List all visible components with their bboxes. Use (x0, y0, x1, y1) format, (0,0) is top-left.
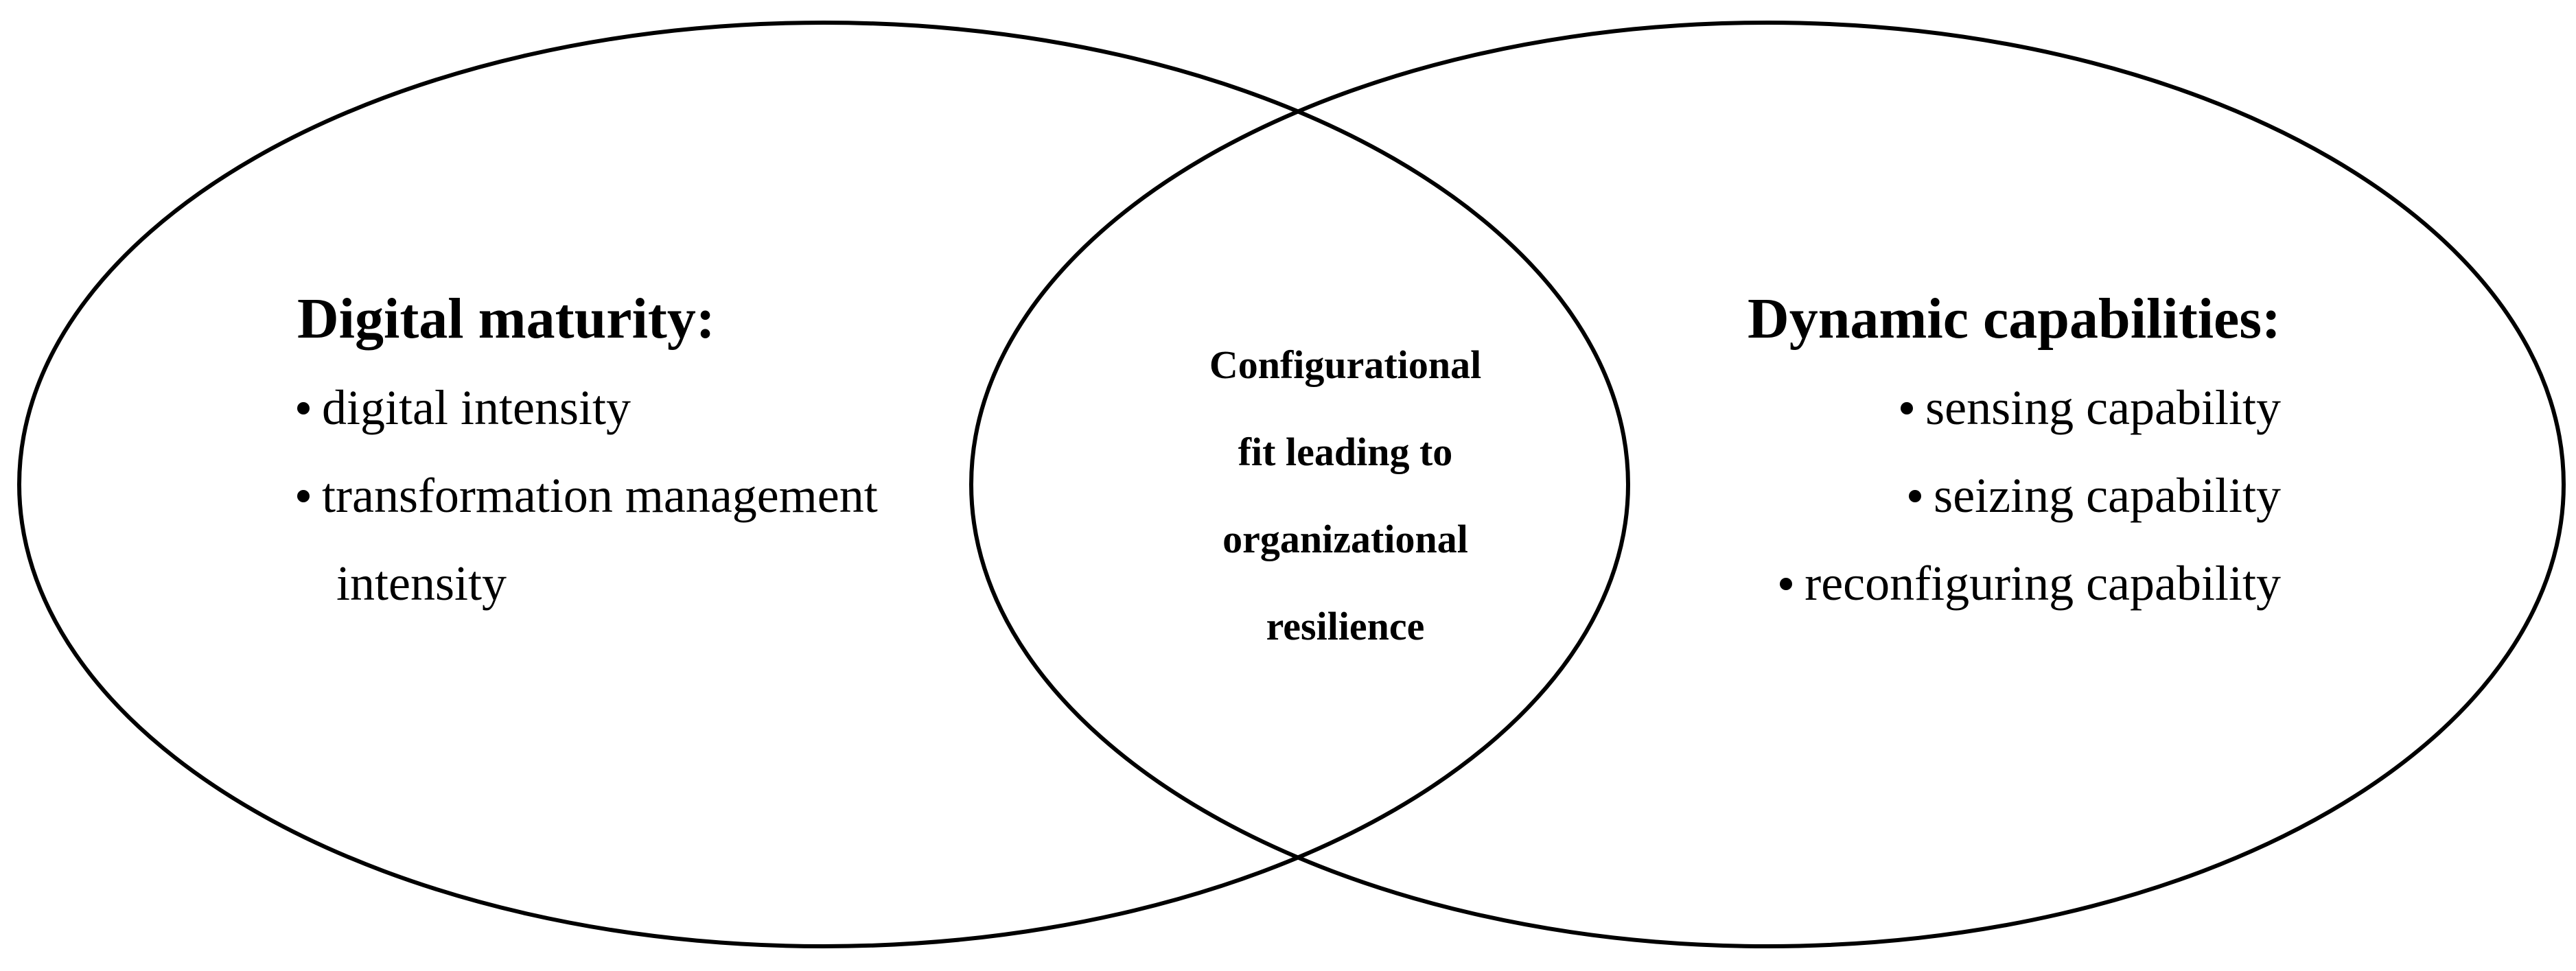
bullet-icon (1901, 402, 1914, 415)
right-item-1-label: sensing capability (1925, 380, 2281, 435)
right-item-2-label: seizing capability (1934, 468, 2281, 523)
left-item-1: digital intensity (297, 383, 631, 432)
right-heading: Dynamic capabilities: (1748, 287, 2281, 351)
left-item-2-label: transformation management (322, 468, 878, 523)
left-item-2: transformation management (297, 471, 878, 520)
intersection-line-3: organizational (1222, 517, 1468, 561)
bullet-icon (1909, 490, 1922, 503)
intersection-line-4: resilience (1266, 604, 1425, 648)
intersection-label: Configurational fit leading to organizat… (1139, 321, 1551, 670)
intersection-line-2: fit leading to (1238, 430, 1453, 474)
left-heading: Digital maturity: (297, 287, 715, 351)
right-ellipse (969, 21, 2566, 948)
bullet-icon (1780, 578, 1793, 591)
bullet-icon (297, 490, 310, 503)
left-item-1-label: digital intensity (322, 380, 631, 435)
intersection-line-1: Configurational (1209, 342, 1482, 387)
bullet-icon (297, 402, 310, 415)
left-ellipse (17, 21, 1630, 948)
right-item-3: reconfiguring capability (1780, 559, 2281, 608)
right-item-1: sensing capability (1901, 383, 2281, 432)
right-item-2: seizing capability (1909, 471, 2281, 520)
left-item-2-continuation: intensity (336, 556, 507, 611)
right-item-3-label: reconfiguring capability (1805, 556, 2281, 611)
